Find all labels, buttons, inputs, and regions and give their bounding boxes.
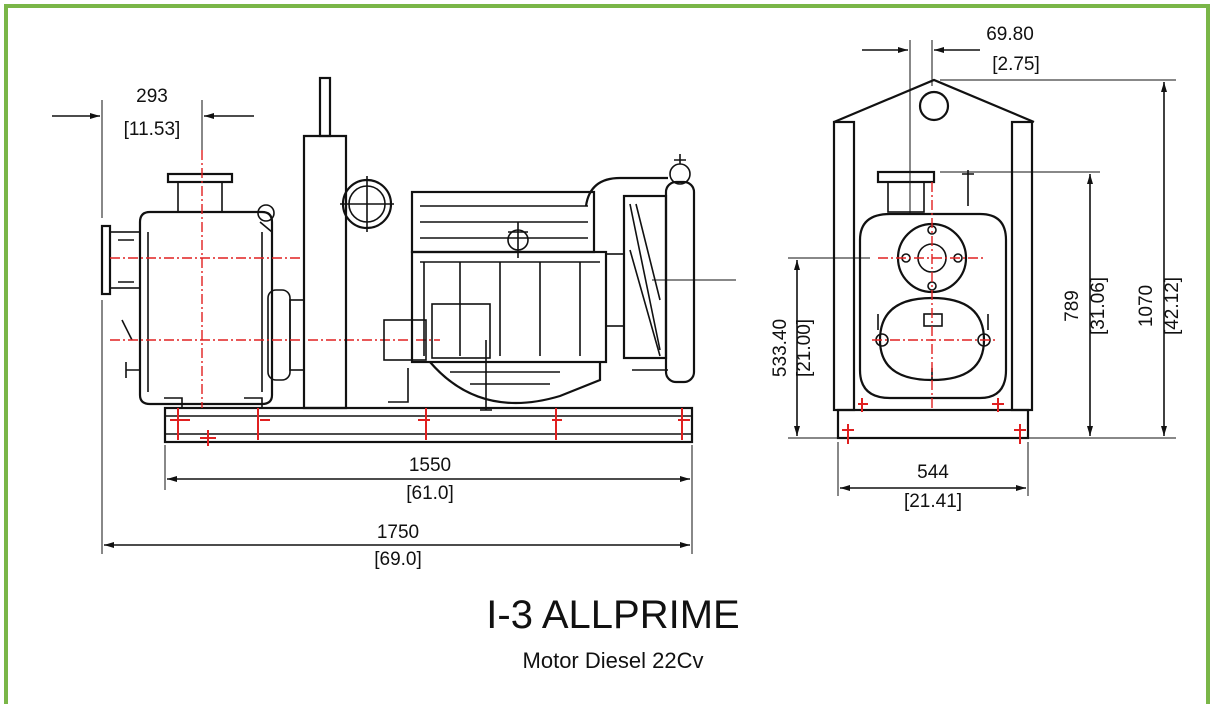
centerlines-side (110, 150, 440, 408)
dim-base-width: 544 [21.41] (837, 442, 1029, 512)
diesel-engine (383, 176, 668, 411)
dim-overall-height-mm: 1070 (1136, 285, 1157, 327)
drawing-subtitle: Motor Diesel 22Cv (523, 648, 704, 673)
dim-suction-offset-in: [11.53] (124, 119, 181, 140)
dim-overall-length-in: [69.0] (374, 549, 422, 570)
side-view: 293 [11.53] 1550 [61.0] 1750 [69.0] (52, 76, 736, 570)
dim-suction-offset-mm: 293 (136, 86, 168, 107)
drawing-title: I-3 ALLPRIME (486, 593, 739, 637)
exhaust-stack (302, 76, 348, 410)
dim-overall-length-mm: 1750 (377, 522, 419, 543)
base-frame (163, 406, 694, 446)
dim-base-width-mm: 544 (917, 462, 949, 483)
front-base (836, 398, 1030, 444)
air-filter (340, 176, 394, 232)
pump-body (100, 172, 305, 408)
dim-suction-height-mm: 533.40 (770, 319, 791, 377)
dim-base-length: 1550 [61.0] (164, 445, 693, 504)
dim-discharge-offset: 69.80 [2.75] (862, 24, 1040, 214)
dim-discharge-height-mm: 789 (1062, 290, 1083, 322)
radiator (622, 154, 696, 384)
centerlines-front (872, 182, 996, 408)
dim-base-length-mm: 1550 (409, 455, 451, 476)
dim-suction-height-in: [21.00] (794, 319, 815, 377)
dim-suction-height: 533.40 [21.00] (770, 257, 870, 439)
dim-overall-height: 1070 [42.12] (940, 79, 1183, 439)
drawing-frame (4, 4, 1210, 704)
dim-base-width-in: [21.41] (904, 491, 962, 512)
dim-suction-offset: 293 [11.53] (52, 86, 254, 218)
dim-discharge-height: 789 [31.06] (940, 171, 1109, 439)
lifting-frame (832, 78, 1035, 412)
pump-front (858, 170, 1008, 400)
dim-base-length-in: [61.0] (406, 483, 454, 504)
dim-discharge-height-in: [31.06] (1088, 277, 1109, 335)
front-view: 69.80 [2.75] 533.40 [21.00] 789 [31.06] … (770, 24, 1183, 512)
dim-overall-length: 1750 [69.0] (101, 300, 693, 570)
dim-discharge-offset-mm: 69.80 (986, 24, 1034, 45)
dim-overall-height-in: [42.12] (1162, 277, 1183, 335)
dim-discharge-offset-in: [2.75] (992, 54, 1040, 75)
